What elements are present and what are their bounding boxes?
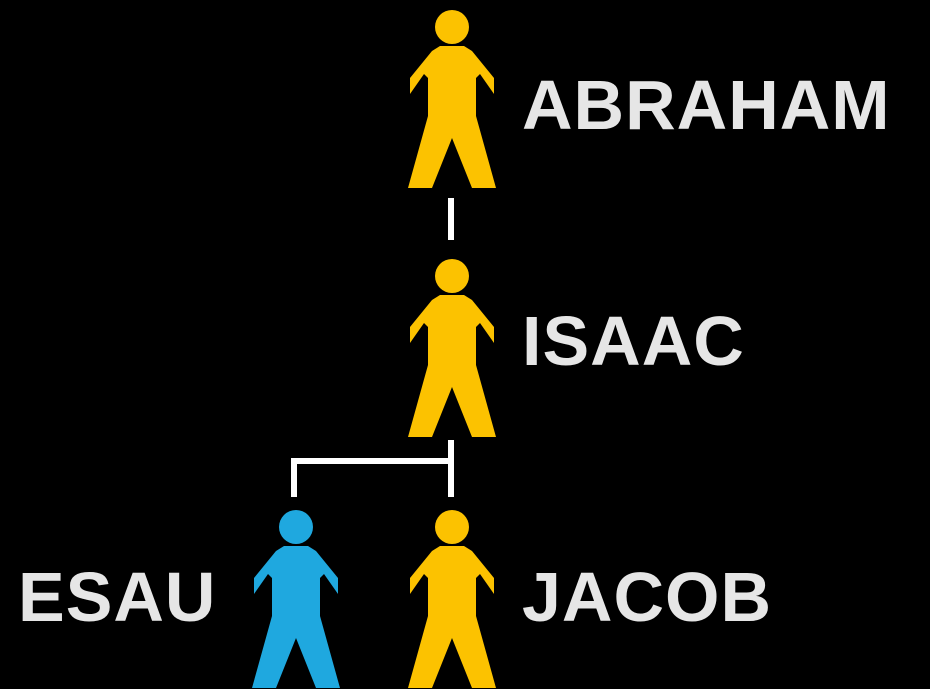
person-icon: [408, 259, 496, 437]
person-icon: [252, 510, 340, 688]
node-label-jacob: JACOB: [522, 558, 772, 636]
node-abraham: ABRAHAM: [408, 10, 891, 188]
node-isaac: ISAAC: [408, 259, 745, 437]
node-jacob: JACOB: [408, 510, 772, 688]
person-icon: [408, 510, 496, 688]
node-label-esau: ESAU: [18, 558, 216, 636]
node-label-isaac: ISAAC: [522, 302, 745, 380]
person-icon: [408, 10, 496, 188]
node-esau: ESAU: [18, 510, 340, 688]
connector-isaac-children: [291, 440, 454, 497]
node-label-abraham: ABRAHAM: [522, 66, 891, 144]
